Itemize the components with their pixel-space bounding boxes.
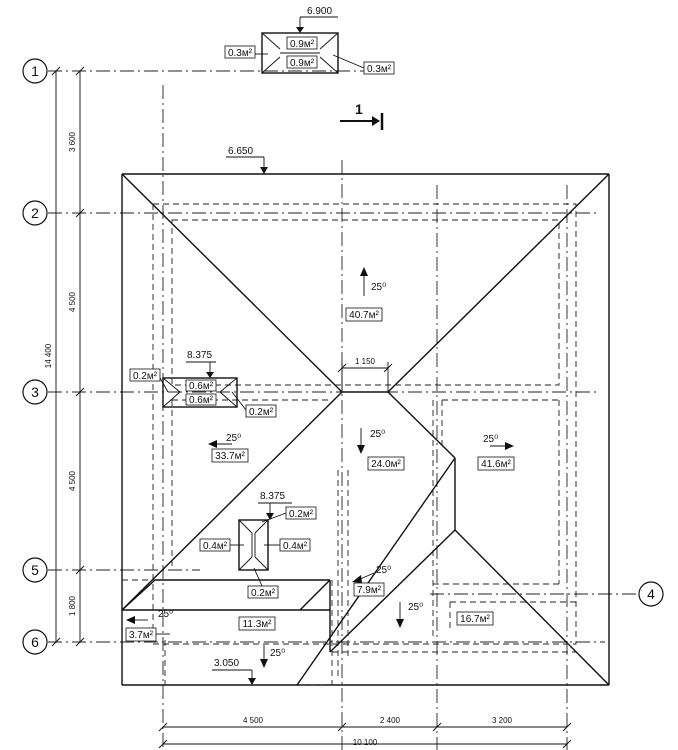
svg-text:25⁰: 25⁰: [158, 609, 173, 620]
area-north: 40.7м²: [349, 310, 379, 321]
area-lower-main: 11.3м²: [243, 619, 273, 630]
left-chimney: 8.375 0.6м² 0.6м² 0.2м² 0.2м²: [129, 350, 277, 418]
svg-text:6: 6: [31, 634, 39, 650]
slope-east: 25⁰: [483, 434, 514, 450]
area-lower-main-box: [238, 616, 276, 631]
dim-h-1: 4 500: [243, 716, 264, 725]
area-lower-left: 3.7м²: [129, 630, 154, 641]
dim-h-2: 2 400: [380, 716, 401, 725]
dim-v-2: 4 500: [68, 291, 77, 312]
dim-ticks: [51, 66, 85, 647]
area-west: 33.7м²: [215, 451, 245, 462]
area-lower-left-box: [125, 627, 157, 642]
dim-h-3: 3 200: [492, 716, 513, 725]
axis-marker-3: 3: [22, 379, 48, 405]
svg-text:25⁰: 25⁰: [376, 565, 391, 576]
slope-center: 25⁰: [357, 428, 385, 454]
area-top-chimney-bottom: 0.9м²: [290, 58, 315, 69]
slope-small-center: 25⁰: [352, 565, 391, 583]
area-top-chimney-left: 0.3м²: [228, 48, 253, 59]
area-small-center: 7.9м²: [357, 585, 382, 596]
axis-marker-1: 1: [22, 58, 48, 84]
area-left-chimney-left: 0.2м²: [133, 371, 158, 382]
svg-text:1 150: 1 150: [355, 357, 376, 366]
area-north-box: [345, 307, 383, 322]
elev-chimney-center: 8.375: [260, 491, 285, 502]
svg-text:1: 1: [355, 101, 363, 117]
slope-lower-bottom: 25⁰: [260, 645, 285, 668]
slope-west: 25⁰: [208, 433, 241, 448]
svg-text:6.650: 6.650: [228, 146, 253, 157]
svg-text:2: 2: [31, 205, 39, 221]
svg-text:25⁰: 25⁰: [371, 282, 386, 293]
area-left-chimney-top: 0.6м²: [189, 381, 214, 392]
dim-v-1: 3 600: [68, 131, 77, 152]
area-center: 24.0м²: [371, 459, 401, 470]
area-c-chimney-left: 0.4м²: [203, 541, 228, 552]
area-c-chimney-right: 0.4м²: [283, 541, 308, 552]
top-chimney: 6.900 0.9м² 0.9м² 0.3м² 0.3м²: [224, 6, 395, 75]
area-top-chimney-top: 0.9м²: [290, 39, 315, 50]
svg-text:25⁰: 25⁰: [408, 602, 423, 613]
elev-top-chimney: 6.900: [307, 6, 332, 17]
area-left-chimney-right: 0.2м²: [249, 407, 274, 418]
svg-text:1: 1: [31, 63, 39, 79]
center-chimney: 8.375 0.2м² 0.4м² 0.4м² 0.2м²: [199, 491, 317, 599]
axis-marker-6: 6: [22, 629, 48, 655]
slope-lower-left: 25⁰: [126, 609, 173, 624]
svg-text:3.050: 3.050: [214, 658, 239, 669]
svg-text:3: 3: [31, 384, 39, 400]
area-left-chimney-bottom: 0.6м²: [189, 395, 214, 406]
svg-text:25⁰: 25⁰: [226, 433, 241, 444]
area-east: 41.6м²: [481, 459, 511, 470]
axis-marker-4: 4: [638, 581, 664, 607]
area-west-box: [211, 448, 249, 463]
svg-text:4: 4: [647, 586, 655, 602]
walls-dashed: [122, 203, 577, 686]
svg-text:25⁰: 25⁰: [483, 434, 498, 445]
dim-v-3: 4 500: [68, 470, 77, 491]
section-mark-1: 1: [340, 101, 384, 130]
area-top-chimney-right: 0.3м²: [367, 64, 392, 75]
dim-v-total: 14 400: [44, 343, 53, 368]
dim-v-4: 1 800: [68, 595, 77, 616]
elev-lower: 3.050: [212, 658, 256, 685]
elev-chimney-left: 8.375: [187, 350, 212, 361]
dim-h-total: 10 100: [353, 738, 378, 747]
area-east-box: [477, 456, 515, 471]
area-small-center-box: [353, 582, 385, 597]
dim-h-ticks: [158, 722, 572, 749]
svg-text:25⁰: 25⁰: [270, 648, 285, 659]
slope-north: 25⁰: [360, 267, 386, 296]
svg-text:25⁰: 25⁰: [370, 429, 385, 440]
ridge-dimension: 1 150: [337, 357, 393, 392]
axis-marker-2: 2: [22, 200, 48, 226]
area-south-east: 16.7м²: [460, 614, 490, 625]
area-c-chimney-top: 0.2м²: [289, 509, 314, 520]
axis-marker-5: 5: [22, 557, 48, 583]
slope-south: 25⁰: [396, 602, 423, 628]
roof-outline: [121, 173, 610, 686]
area-south-east-box: [456, 611, 494, 626]
area-c-chimney-bottom: 0.2м²: [251, 588, 276, 599]
area-center-box: [367, 456, 405, 471]
elev-roof-edge: 6.650: [226, 146, 268, 174]
svg-text:5: 5: [31, 562, 39, 578]
